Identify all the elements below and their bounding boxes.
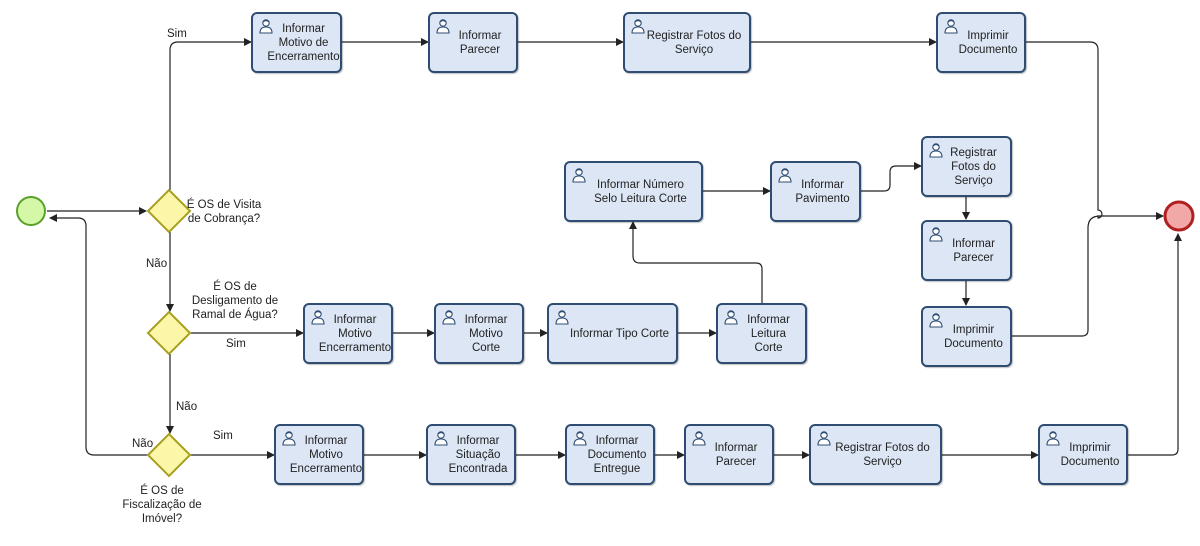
task-r2-informar-parecer[interactable]: Informar Parecer <box>921 220 1012 281</box>
task-r1-informar-parecer[interactable]: Informar Parecer <box>428 12 518 73</box>
task-r2-imprimir-documento[interactable]: Imprimir Documento <box>921 306 1012 367</box>
user-icon <box>433 430 449 446</box>
flow-r3-imprimir-to-end <box>1128 233 1182 456</box>
end-event[interactable] <box>1163 200 1195 232</box>
user-icon <box>258 18 274 34</box>
task-label: Imprimir Documento <box>958 29 1018 56</box>
flow-r2-leitura-to-selo <box>629 221 763 303</box>
task-label: Registrar Fotos do Serviço <box>646 29 742 56</box>
gateway-2-label: É OS de Desligamento de Ramal de Água? <box>191 281 279 321</box>
task-r1-registrar-fotos[interactable]: Registrar Fotos do Serviço <box>623 12 751 73</box>
user-icon <box>723 309 739 325</box>
task-label: Informar Tipo Corte <box>569 327 670 340</box>
task-label: Informar Pavimento <box>795 178 850 205</box>
task-label: Informar Parecer <box>458 29 502 56</box>
task-r3-informar-situacao[interactable]: Informar Situação Encontrada <box>426 424 516 485</box>
flow-gateway-3-nao <box>49 214 148 456</box>
task-label: Informar Motivo Corte <box>464 313 508 354</box>
task-label: Informar Parecer <box>714 441 758 468</box>
task-r2-informar-leitura-corte[interactable]: Informar Leitura Corte <box>716 303 807 364</box>
user-icon <box>816 430 832 446</box>
flow-label-g3-nao: Não <box>132 438 154 450</box>
task-r2-registrar-fotos[interactable]: Registrar Fotos do Serviço <box>921 136 1012 197</box>
task-r1-imprimir-documento[interactable]: Imprimir Documento <box>936 12 1026 73</box>
task-r2-informar-motivo[interactable]: Informar Motivo Encerramento <box>303 303 393 364</box>
task-r2-informar-motivo-corte[interactable]: Informar Motivo Corte <box>434 303 524 364</box>
user-icon <box>572 430 588 446</box>
task-r1-informar-motivo[interactable]: Informar Motivo de Encerramento <box>251 12 342 73</box>
user-icon <box>777 167 793 183</box>
user-icon <box>943 18 959 34</box>
user-icon <box>691 430 707 446</box>
task-r3-imprimir-documento[interactable]: Imprimir Documento <box>1038 424 1128 485</box>
user-icon <box>1045 430 1061 446</box>
user-icon <box>310 309 326 325</box>
task-label: Informar Número Selo Leitura Corte <box>594 178 687 205</box>
flow-label-g2-sim: Sim <box>226 338 246 350</box>
task-r3-registrar-fotos[interactable]: Registrar Fotos do Serviço <box>809 424 942 485</box>
start-event[interactable] <box>16 196 46 226</box>
gateway-1-label: É OS de Visita de Cobrança? <box>186 199 262 225</box>
flow-r2-pavimento-to-fotos <box>861 162 922 192</box>
task-label: Informar Motivo de Encerramento <box>267 22 340 63</box>
flow-r2-imprimir-to-end <box>1012 215 1101 337</box>
task-label: Imprimir Documento <box>1060 441 1120 468</box>
flow-label-g1-sim: Sim <box>167 28 187 40</box>
task-r2-informar-pavimento[interactable]: Informar Pavimento <box>770 161 861 222</box>
user-icon <box>281 430 297 446</box>
task-r3-informar-motivo[interactable]: Informar Motivo Encerramento <box>274 424 364 485</box>
user-icon <box>441 309 457 325</box>
gateway-desligamento-ramal[interactable] <box>146 310 192 356</box>
task-label: Informar Documento Entregue <box>587 434 647 475</box>
task-r3-informar-parecer[interactable]: Informar Parecer <box>684 424 774 485</box>
task-r2-informar-tipo-corte[interactable]: Informar Tipo Corte <box>547 303 678 364</box>
task-label: Registrar Fotos do Serviço <box>835 441 930 468</box>
user-icon <box>554 309 570 325</box>
user-icon <box>928 312 944 328</box>
task-label: Informar Situação Encontrada <box>448 434 508 475</box>
task-label: Registrar Fotos do Serviço <box>950 146 997 187</box>
gateway-visita-cobranca[interactable] <box>146 188 192 234</box>
task-r3-informar-documento[interactable]: Informar Documento Entregue <box>565 424 655 485</box>
user-icon <box>435 18 451 34</box>
task-r2-informar-numero-selo[interactable]: Informar Número Selo Leitura Corte <box>564 161 703 222</box>
gateway-fiscalizacao-imovel[interactable] <box>146 432 192 478</box>
task-label: Informar Parecer <box>952 237 995 264</box>
flow-gateway-1-sim <box>169 38 252 190</box>
gateway-3-label: É OS de Fiscalização de Imóvel? <box>122 485 202 525</box>
flow-label-g2-nao: Não <box>176 401 198 413</box>
flow-label-g3-sim: Sim <box>213 430 233 442</box>
task-label: Informar Leitura Corte <box>747 313 790 354</box>
user-icon <box>630 18 646 34</box>
task-label: Informar Motivo Encerramento <box>289 434 363 475</box>
task-label: Informar Motivo Encerramento <box>318 313 392 354</box>
user-icon <box>928 226 944 242</box>
user-icon <box>571 167 587 183</box>
flow-label-g1-nao: Não <box>146 258 168 270</box>
user-icon <box>928 142 944 158</box>
flow-r1-imprimir-to-end <box>1026 41 1164 220</box>
task-label: Imprimir Documento <box>944 323 1003 350</box>
